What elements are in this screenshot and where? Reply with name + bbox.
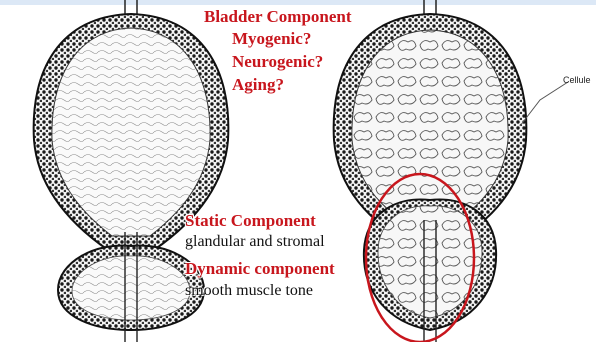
bladder-item-myogenic: Myogenic? — [232, 30, 311, 48]
dynamic-component-desc: smooth muscle tone — [185, 283, 313, 300]
header-band — [0, 0, 596, 5]
bladder-item-neurogenic: Neurogenic? — [232, 53, 323, 71]
bladder-component-title: Bladder Component — [204, 8, 352, 26]
static-component-desc: glandular and stromal — [185, 234, 325, 251]
dynamic-component-title: Dynamic component — [185, 260, 335, 278]
cellule-label: Cellule — [563, 76, 591, 85]
bladder-item-aging: Aging? — [232, 76, 284, 94]
left-prostate-drawing — [58, 232, 204, 342]
static-component-title: Static Component — [185, 212, 316, 230]
